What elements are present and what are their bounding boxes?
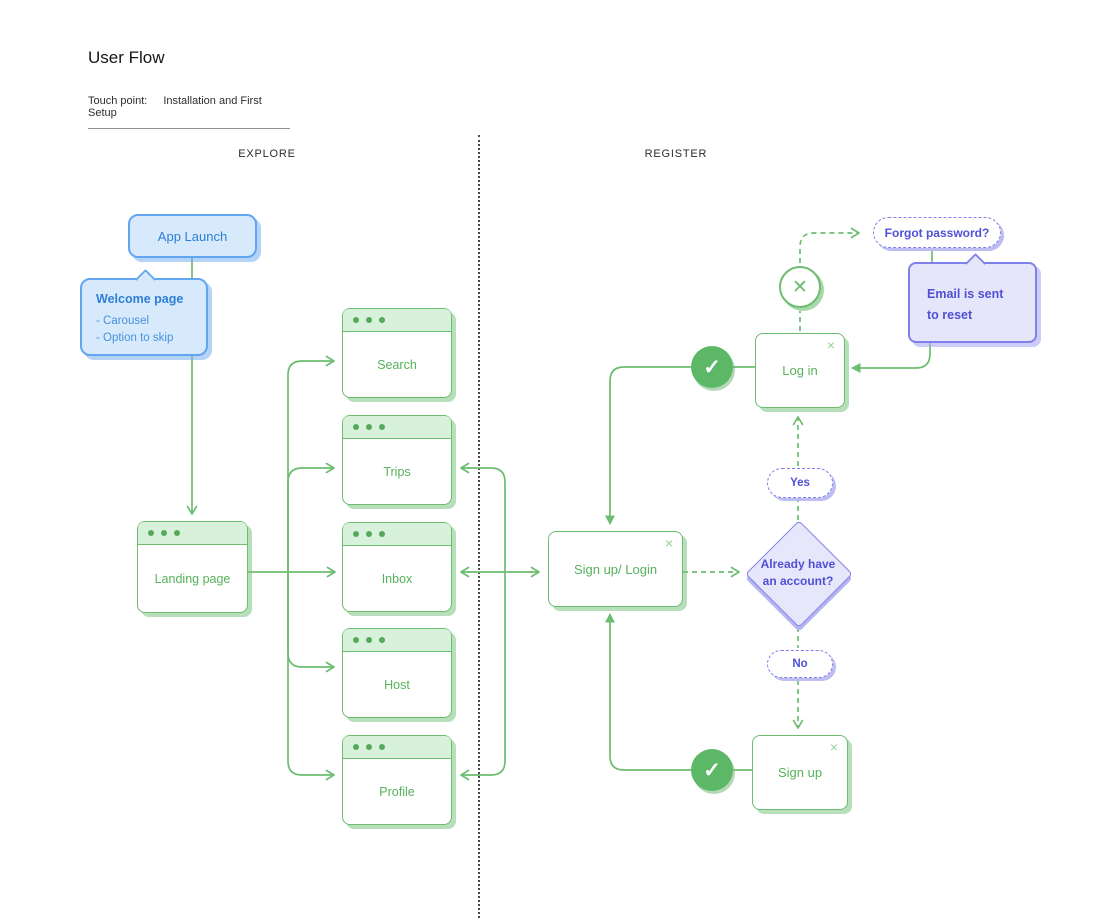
- touchpoint: Touch point:Installation and First Setup: [88, 95, 290, 129]
- host-label: Host: [384, 677, 410, 692]
- window-dots-icon: [343, 523, 451, 546]
- landing-page-label: Landing page: [154, 571, 231, 586]
- cross-glyph: ✕: [792, 276, 808, 298]
- close-icon: ×: [829, 739, 838, 755]
- node-decision-already-account: Already have an account?: [745, 520, 853, 628]
- signup-login-label: Sign up/ Login: [573, 561, 658, 577]
- welcome-note-title: Welcome page: [96, 292, 184, 306]
- yes-label: Yes: [790, 477, 810, 489]
- success-check-icon-signup: ✓: [691, 749, 733, 791]
- window-dots-icon: [343, 416, 451, 439]
- section-label-register: REGISTER: [644, 148, 708, 160]
- node-profile: Profile: [342, 735, 452, 825]
- success-check-icon-login: ✓: [691, 346, 733, 388]
- page-title: User Flow: [88, 48, 165, 67]
- no-label: No: [792, 658, 808, 670]
- window-dots-icon: [138, 522, 247, 545]
- node-search: Search: [342, 308, 452, 398]
- node-signup-login: × Sign up/ Login: [548, 531, 683, 607]
- close-icon: ×: [664, 535, 673, 551]
- inbox-label: Inbox: [381, 571, 413, 586]
- app-launch-label: App Launch: [157, 228, 228, 244]
- node-inbox: Inbox: [342, 522, 452, 612]
- forgot-password-label: Forgot password?: [884, 225, 990, 240]
- node-login: × Log in: [755, 333, 845, 408]
- touchpoint-value: Installation and First Setup: [88, 95, 262, 119]
- decision-label: Already have an account?: [760, 557, 836, 588]
- section-divider: [478, 135, 480, 918]
- section-label-explore: EXPLORE: [238, 148, 296, 160]
- cancel-circle-icon: ✕: [779, 266, 821, 308]
- email-note-line: to reset: [927, 307, 973, 322]
- profile-label: Profile: [379, 784, 415, 799]
- touchpoint-label: Touch point:: [88, 95, 148, 107]
- node-signup: × Sign up: [752, 735, 848, 810]
- signup-label: Sign up: [777, 765, 823, 780]
- node-app-launch: App Launch: [128, 214, 257, 258]
- window-dots-icon: [343, 629, 451, 652]
- welcome-note-item: - Carousel: [96, 315, 150, 327]
- welcome-note-item: - Option to skip: [96, 331, 174, 344]
- trips-label: Trips: [383, 464, 411, 479]
- node-host: Host: [342, 628, 452, 718]
- note-welcome-page: Welcome page - Carousel - Option to skip: [80, 268, 208, 356]
- close-icon: ×: [826, 337, 835, 353]
- node-landing-page: Landing page: [137, 521, 248, 613]
- node-trips: Trips: [342, 415, 452, 505]
- window-dots-icon: [343, 736, 451, 759]
- check-glyph: ✓: [703, 355, 721, 379]
- node-forgot-password-pill: Forgot password?: [873, 217, 1001, 248]
- check-glyph: ✓: [703, 758, 721, 782]
- note-email-reset: Email is sent to reset: [908, 252, 1037, 343]
- login-label: Log in: [782, 363, 818, 378]
- email-note-line: Email is sent: [927, 287, 1004, 301]
- node-no-pill: No: [767, 650, 833, 678]
- window-dots-icon: [343, 309, 451, 332]
- node-yes-pill: Yes: [767, 468, 833, 498]
- search-label: Search: [377, 357, 417, 372]
